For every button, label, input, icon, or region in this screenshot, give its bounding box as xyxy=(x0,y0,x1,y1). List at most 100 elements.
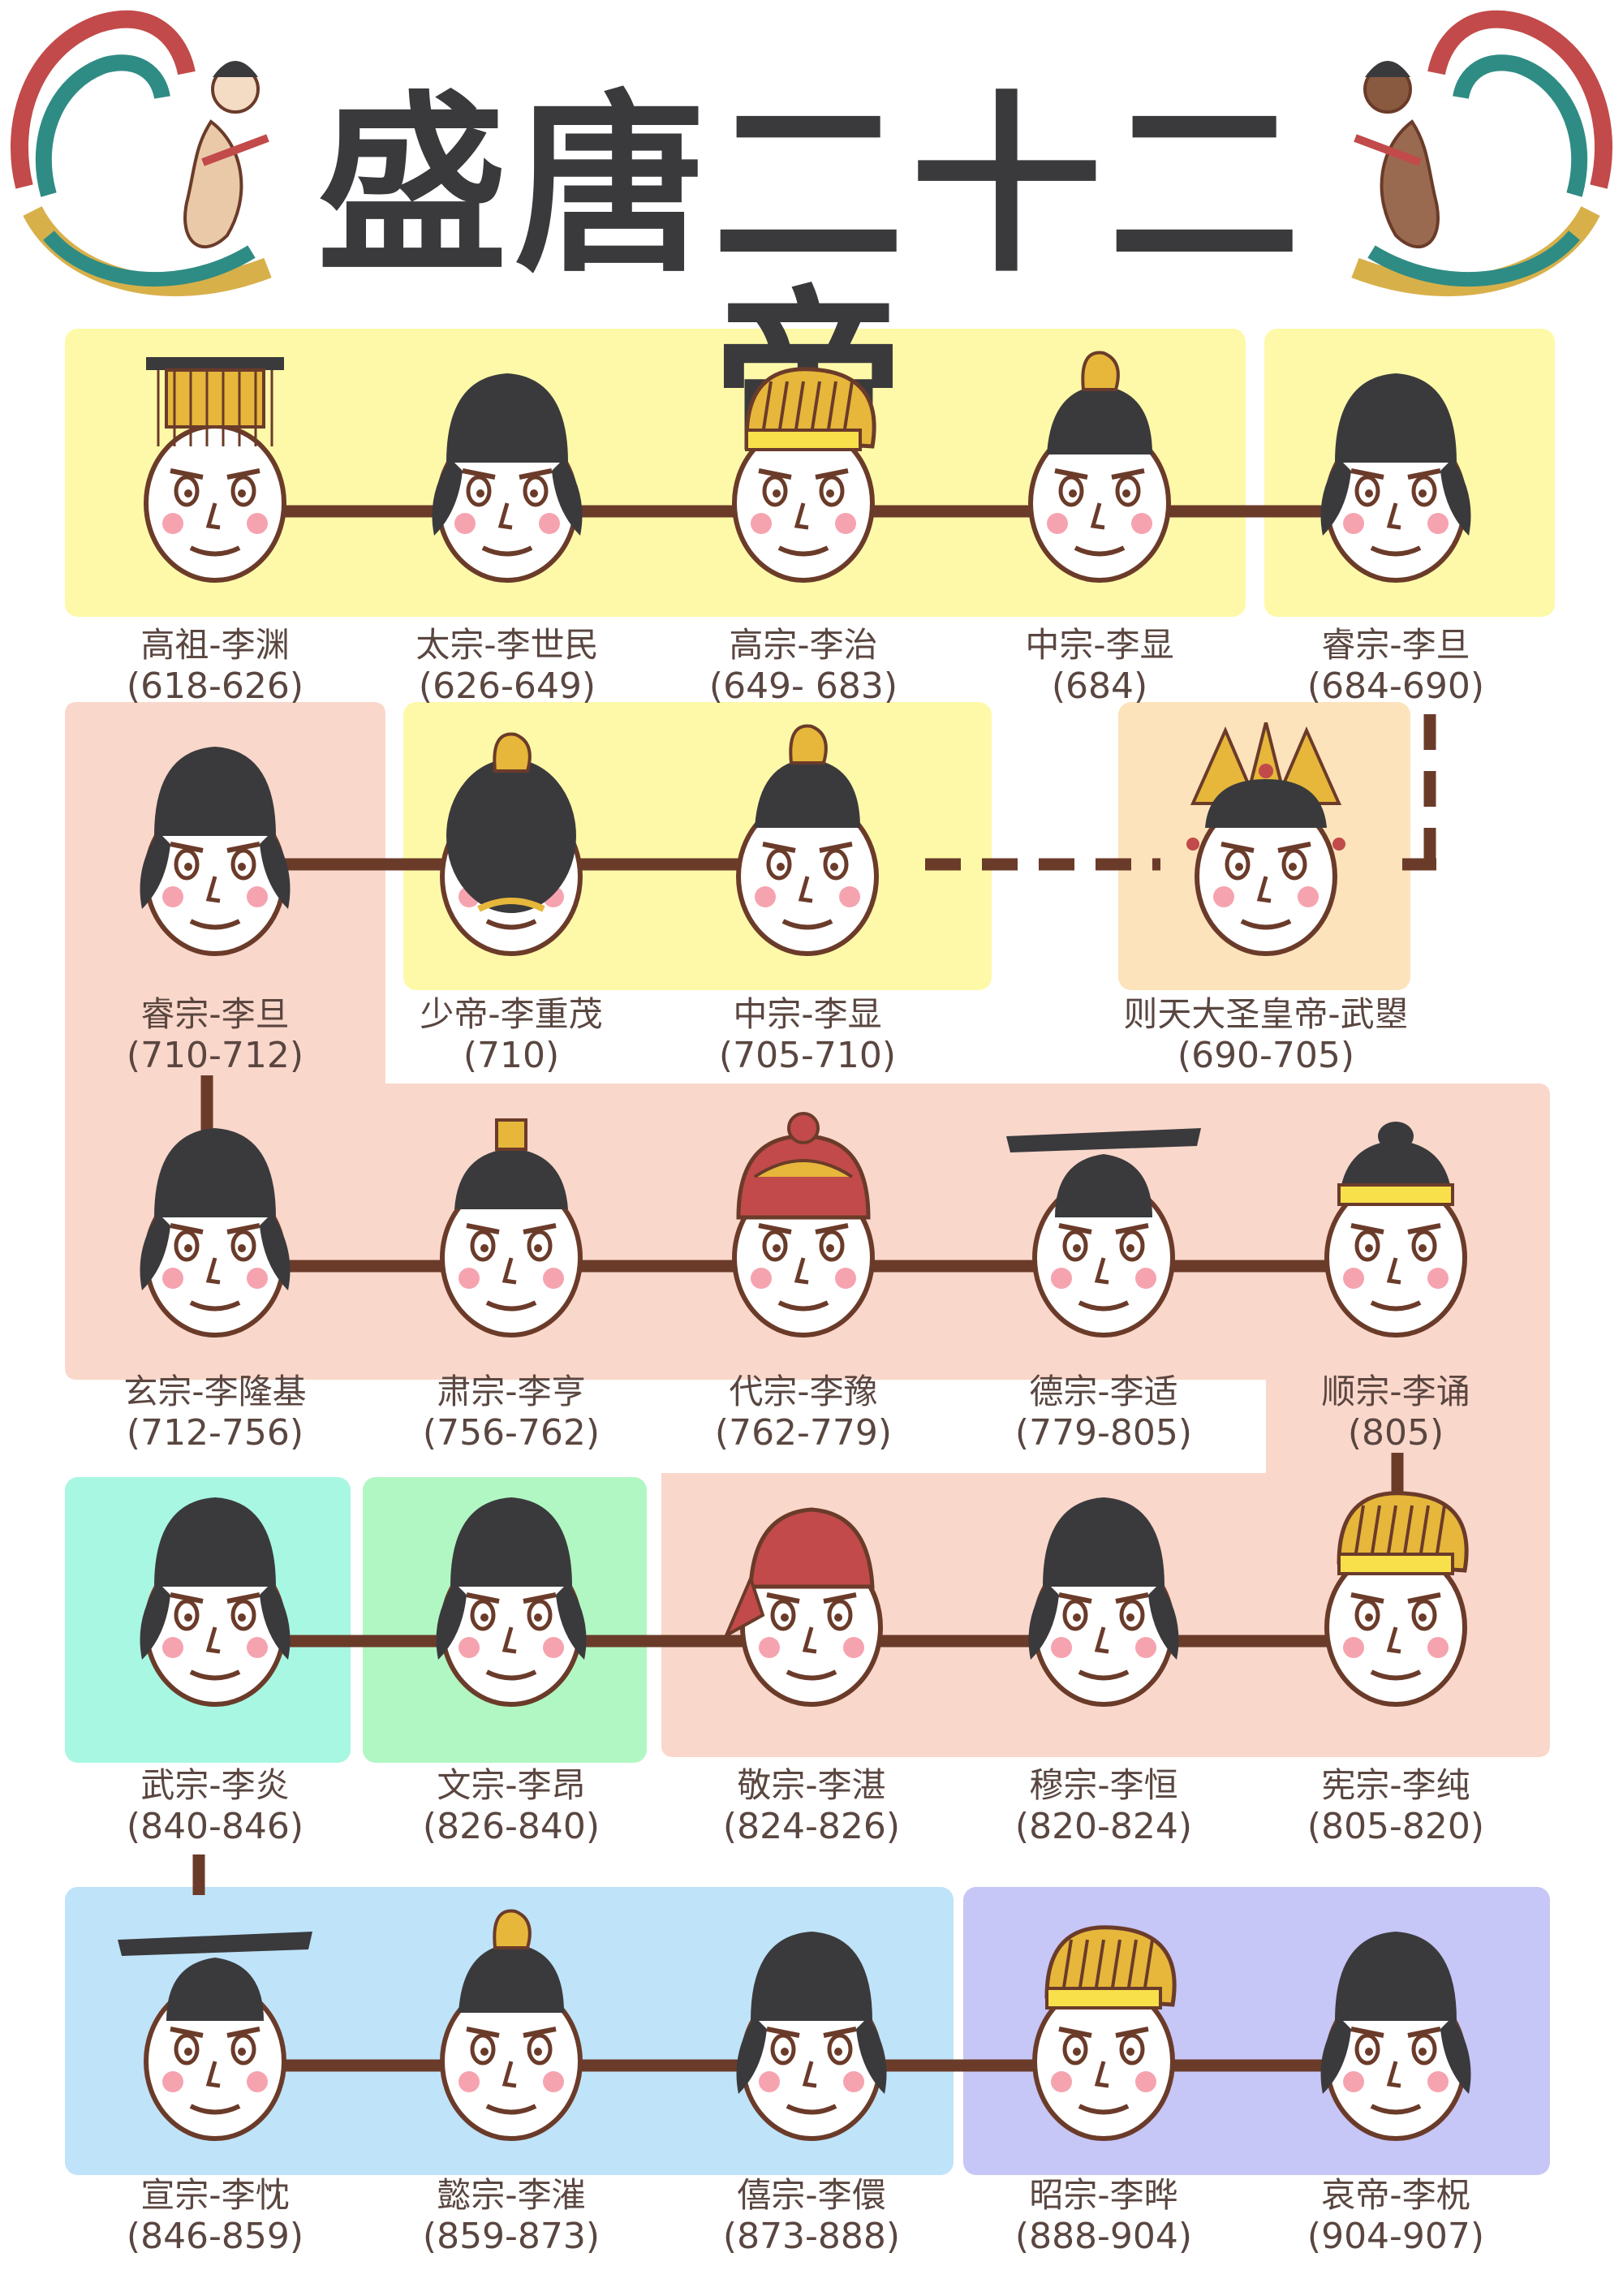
emperor-name: 文宗-李昂 xyxy=(437,1765,586,1805)
emperor-label: 武宗-李炎(840-846) xyxy=(69,1765,361,1848)
emperor-label: 懿宗-李漼(859-873) xyxy=(365,2175,657,2258)
emperor-name: 高祖-李渊 xyxy=(140,625,290,665)
emperor-name: 睿宗-李旦 xyxy=(1321,625,1470,665)
emperor-name: 肃宗-李亨 xyxy=(437,1372,586,1411)
emperor-label: 高宗-李治(649- 683) xyxy=(657,625,949,708)
emperor-name: 睿宗-李旦 xyxy=(140,994,290,1034)
reign-years: (805) xyxy=(1347,1412,1444,1454)
emperor-name: 哀帝-李柷 xyxy=(1321,2175,1470,2215)
reign-years: (710-712) xyxy=(126,1035,304,1076)
emperor-portrait-futou-icon xyxy=(140,1128,291,1338)
emperor-portrait-golden-helmet-icon xyxy=(1324,1491,1469,1707)
emperor-name: 僖宗-李儇 xyxy=(737,2175,886,2215)
emperor-label: 文宗-李昂(826-840) xyxy=(365,1765,657,1848)
emperor-portrait-small-cap-icon xyxy=(440,1118,583,1338)
page-title: 盛唐二十二帝 xyxy=(316,75,1307,479)
emperor-portrait-futou-icon xyxy=(436,1497,587,1707)
emperor-label: 高祖-李渊(618-626) xyxy=(69,625,361,708)
reign-years: (846-859) xyxy=(126,2216,304,2257)
emperor-name: 敬宗-李湛 xyxy=(737,1765,886,1805)
emperor-portrait-topknot-icon xyxy=(736,724,879,956)
emperor-portrait-headband-icon xyxy=(1324,1122,1467,1338)
emperor-label: 僖宗-李儇(873-888) xyxy=(665,2175,958,2258)
emperor-label: 中宗-李显(705-710) xyxy=(661,994,954,1077)
reign-years: (684) xyxy=(1051,666,1148,707)
emperor-name: 太宗-李世民 xyxy=(415,625,599,665)
emperor-name: 宪宗-李纯 xyxy=(1321,1765,1470,1805)
zone-yellow-row1 xyxy=(65,329,1246,617)
emperor-name: 少帝-李重茂 xyxy=(420,994,603,1034)
emperor-label: 少帝-李重茂(710) xyxy=(365,994,657,1077)
emperor-portrait-futou-icon xyxy=(736,1932,887,2141)
emperor-portrait-futou-icon xyxy=(1320,373,1471,583)
reign-years: (859-873) xyxy=(422,2216,601,2257)
emperor-label: 宪宗-李纯(805-820) xyxy=(1250,1765,1542,1848)
emperor-label: 太宗-李世民(626-649) xyxy=(361,625,653,708)
reign-years: (705-710) xyxy=(718,1035,897,1076)
emperor-name: 懿宗-李漼 xyxy=(437,2175,586,2215)
emperor-label: 宣宗-李忱(846-859) xyxy=(69,2175,361,2258)
apsara-right-icon xyxy=(1351,10,1612,297)
emperor-label: 代宗-李豫(762-779) xyxy=(657,1372,949,1454)
emperor-portrait-futou-icon xyxy=(432,373,583,583)
emperor-name: 玄宗-李隆基 xyxy=(123,1372,307,1411)
emperor-label: 德宗-李适(779-805) xyxy=(958,1372,1250,1454)
emperor-label: 顺宗-李诵(805) xyxy=(1250,1372,1542,1454)
reign-years: (762-779) xyxy=(714,1412,893,1454)
emperor-name: 昭宗-李晔 xyxy=(1029,2175,1178,2215)
emperor-name: 代宗-李豫 xyxy=(729,1372,878,1411)
emperor-portrait-futou-icon xyxy=(1320,1932,1471,2141)
emperor-label: 玄宗-李隆基(712-756) xyxy=(69,1372,361,1454)
emperor-label: 穆宗-李恒(820-824) xyxy=(958,1765,1250,1848)
emperor-portrait-flat-crown-icon xyxy=(1006,1128,1201,1338)
apsara-left-icon xyxy=(11,10,272,297)
emperor-portrait-golden-helmet-icon xyxy=(1032,1925,1177,2141)
emperor-label: 肃宗-李亨(756-762) xyxy=(365,1372,657,1454)
emperor-label: 睿宗-李旦(710-712) xyxy=(69,994,361,1077)
reign-years: (888-904) xyxy=(1014,2216,1193,2257)
reign-years: (626-649) xyxy=(418,666,596,707)
emperor-name: 则天大圣皇帝-武曌 xyxy=(1123,994,1409,1034)
emperor-name: 德宗-李适 xyxy=(1029,1372,1178,1411)
emperor-name: 高宗-李治 xyxy=(729,625,878,665)
emperor-label: 敬宗-李湛(824-826) xyxy=(665,1765,958,1848)
reign-years: (805-820) xyxy=(1307,1806,1485,1847)
reign-years: (904-907) xyxy=(1307,2216,1485,2257)
reign-years: (710) xyxy=(463,1035,560,1076)
emperor-label: 中宗-李显(684) xyxy=(954,625,1246,708)
emperor-name: 中宗-李显 xyxy=(1025,625,1174,665)
reign-years: (820-824) xyxy=(1014,1806,1193,1847)
emperor-label: 哀帝-李柷(904-907) xyxy=(1250,2175,1542,2258)
emperor-portrait-mian-crown-icon xyxy=(144,357,286,583)
emperor-name: 穆宗-李恒 xyxy=(1029,1765,1178,1805)
reign-years: (824-826) xyxy=(722,1806,901,1847)
emperor-portrait-topknot-icon xyxy=(1028,351,1171,583)
emperor-name: 宣宗-李忱 xyxy=(140,2175,290,2215)
emperor-portrait-futou-icon xyxy=(140,1497,291,1707)
reign-years: (873-888) xyxy=(722,2216,901,2257)
reign-years: (779-805) xyxy=(1014,1412,1193,1454)
emperor-name: 中宗-李显 xyxy=(733,994,882,1034)
emperor-portrait-golden-helmet-icon xyxy=(732,367,876,583)
emperor-portrait-topknot-icon xyxy=(440,1909,583,2141)
reign-years: (684-690) xyxy=(1307,666,1485,707)
emperor-label: 睿宗-李旦(684-690) xyxy=(1250,625,1542,708)
reign-years: (840-846) xyxy=(126,1806,304,1847)
emperor-name: 武宗-李炎 xyxy=(140,1765,290,1805)
emperor-portrait-topknot-back-icon xyxy=(440,732,583,956)
emperor-portrait-phoenix-crown-icon xyxy=(1186,722,1345,956)
reign-years: (712-756) xyxy=(126,1412,304,1454)
emperor-portrait-war-helmet-icon xyxy=(732,1112,875,1338)
emperor-label: 则天大圣皇帝-武曌(690-705) xyxy=(1120,994,1412,1077)
emperor-label: 昭宗-李晔(888-904) xyxy=(958,2175,1250,2258)
reign-years: (826-840) xyxy=(422,1806,601,1847)
reign-years: (649- 683) xyxy=(708,666,898,707)
emperor-portrait-futou-icon xyxy=(140,747,291,956)
reign-years: (690-705) xyxy=(1177,1035,1355,1076)
emperor-portrait-futou-icon xyxy=(1028,1497,1179,1707)
emperor-name: 顺宗-李诵 xyxy=(1321,1372,1470,1411)
reign-years: (618-626) xyxy=(126,666,304,707)
emperor-portrait-red-scarf-icon xyxy=(722,1507,883,1707)
emperor-portrait-flat-crown-icon xyxy=(118,1932,312,2141)
reign-years: (756-762) xyxy=(422,1412,601,1454)
